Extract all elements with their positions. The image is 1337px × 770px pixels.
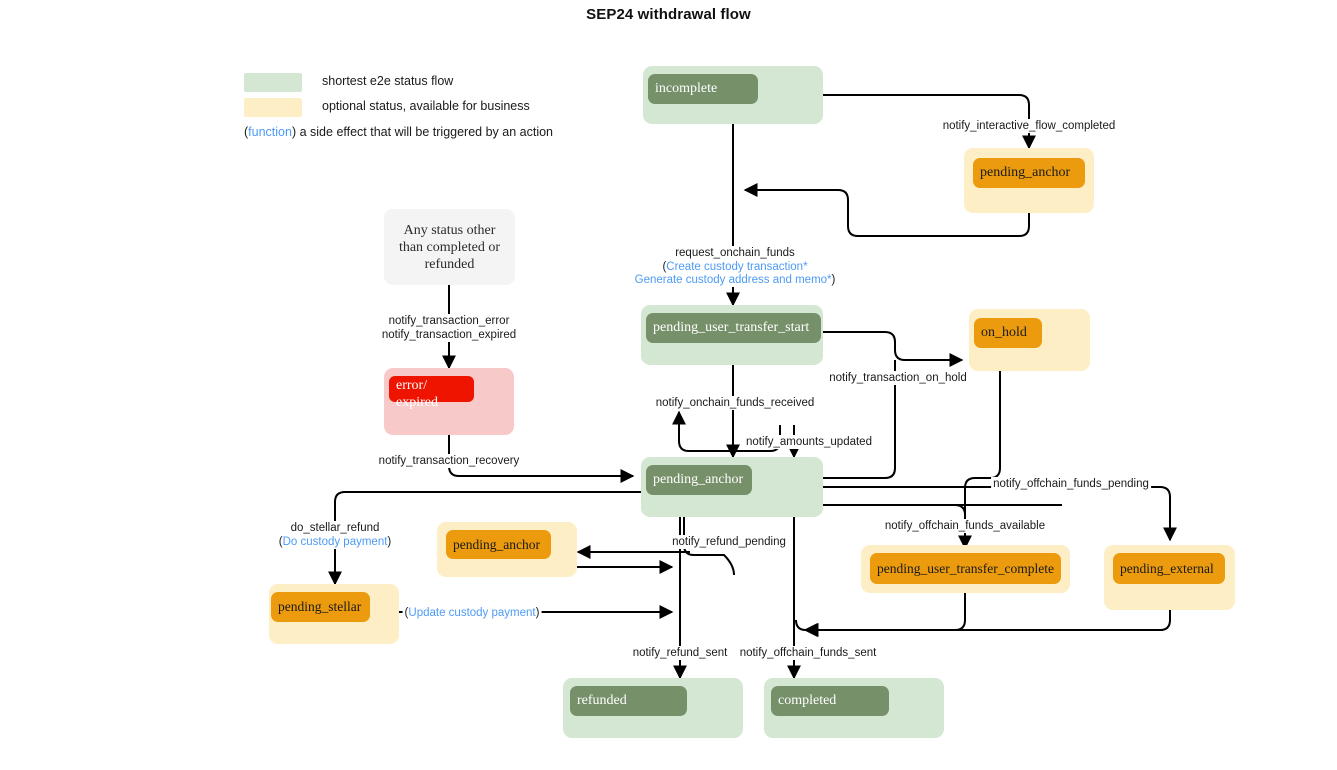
node-on-hold[interactable]: on_hold [969, 309, 1090, 371]
legend-paren-open: ( [244, 125, 249, 139]
edge-fn-generate-custody-address: Generate custody address and memo* [634, 274, 832, 286]
legend-label-orange: optional status, available for business [322, 99, 530, 113]
node-pending-stellar-chip: pending_stellar [271, 592, 370, 622]
edge-label-notify-offchain-funds-sent: notify_offchain_funds_sent [737, 646, 879, 660]
legend-paren-close: ) [291, 125, 297, 139]
node-completed-chip: completed [771, 686, 889, 716]
edge-fn-create-custody-transaction: Create custody transaction* [666, 261, 808, 273]
node-any-status[interactable]: Any status other than completed or refun… [384, 209, 515, 285]
edge-label-notify-refund-sent: notify_refund_sent [630, 646, 730, 660]
node-pending-anchor-top[interactable]: pending_anchor [964, 148, 1094, 213]
node-error-expired[interactable]: error/ expired [384, 368, 514, 435]
node-any-status-label: Any status other than completed or refun… [398, 222, 501, 272]
legend-function-text: a side effect that will be triggered by … [299, 125, 554, 139]
edge-label-notify-transaction-recovery: notify_transaction_recovery [376, 454, 522, 468]
node-pending-user-transfer-start[interactable]: pending_user_transfer_start [641, 305, 823, 365]
legend-swatch-orange [244, 98, 302, 117]
node-pending-stellar-label: pending_stellar [278, 599, 362, 614]
legend-function-note: (function) a side effect that will be tr… [244, 124, 553, 140]
node-completed[interactable]: completed [764, 678, 944, 738]
node-pending-anchor-center-label: pending_anchor [653, 472, 744, 487]
node-pending-user-transfer-start-label: pending_user_transfer_start [653, 320, 810, 335]
node-pending-anchor-refund[interactable]: pending_anchor [437, 522, 577, 577]
edge-label-notify-transaction-error: notify_transaction_error [386, 314, 512, 328]
legend-function-word: function [248, 125, 292, 139]
node-pending-user-transfer-complete-label: pending_user_transfer_complete [877, 560, 1054, 576]
edge-label-do-stellar-refund: do_stellar_refund [288, 521, 382, 535]
edge-label-update-custody-payment: (Update custody payment) [402, 606, 542, 620]
edge-label-notify-onchain-funds-received: notify_onchain_funds_received [653, 396, 817, 410]
edge-label-request-onchain-funds-fn: (Create custody transaction* [660, 260, 810, 274]
legend-label-green: shortest e2e status flow [322, 74, 454, 88]
edge-label-notify-offchain-funds-pending: notify_offchain_funds_pending [991, 477, 1151, 491]
node-pending-anchor-top-chip: pending_anchor [973, 158, 1085, 188]
edge-label-notify-refund-pending: notify_refund_pending [670, 535, 788, 549]
node-error-expired-chip [389, 376, 474, 402]
edge-label-notify-offchain-funds-available: notify_offchain_funds_available [882, 519, 1048, 533]
node-pending-anchor-refund-label: pending_anchor [453, 536, 540, 552]
node-refunded[interactable]: refunded [563, 678, 743, 738]
node-refunded-label: refunded [577, 693, 627, 708]
node-pending-user-transfer-complete-chip: pending_user_transfer_complete [870, 553, 1061, 584]
node-pending-anchor-center-chip: pending_anchor [646, 465, 752, 495]
edge-label-request-onchain-funds-fn2: Generate custody address and memo*) [632, 273, 838, 287]
node-pending-anchor-center[interactable]: pending_anchor [641, 457, 823, 517]
node-pending-user-transfer-start-chip: pending_user_transfer_start [646, 313, 821, 343]
node-pending-stellar[interactable]: pending_stellar [269, 584, 399, 644]
node-refunded-chip: refunded [570, 686, 687, 716]
edge-label-notify-transaction-expired: notify_transaction_expired [379, 328, 519, 342]
edge-label-notify-amounts-updated: notify_amounts_updated [744, 435, 874, 449]
node-on-hold-label: on_hold [981, 325, 1027, 340]
node-incomplete-chip: incomplete [648, 74, 758, 104]
node-pending-user-transfer-complete[interactable]: pending_user_transfer_complete [861, 545, 1070, 593]
node-incomplete-label: incomplete [655, 81, 718, 96]
edge-label-notify-interactive-flow-completed: notify_interactive_flow_completed [940, 119, 1118, 133]
node-pending-external-label: pending_external [1120, 560, 1214, 576]
node-pending-external[interactable]: pending_external [1104, 545, 1235, 610]
edge-fn-update-custody-payment: Update custody payment [408, 607, 536, 619]
node-on-hold-chip: on_hold [974, 318, 1042, 348]
edge-fn-do-custody-payment: Do custody payment [282, 536, 388, 548]
edge-label-request-onchain-funds: request_onchain_funds [673, 246, 797, 260]
node-pending-external-chip: pending_external [1113, 553, 1225, 584]
legend-swatch-green [244, 73, 302, 92]
edge-label-do-stellar-refund-fn: (Do custody payment) [276, 535, 394, 549]
edge-label-notify-transaction-on-hold: notify_transaction_on_hold [827, 371, 969, 385]
node-error-expired-label: error/ expired [396, 378, 438, 410]
node-incomplete[interactable]: incomplete [643, 66, 823, 124]
node-pending-anchor-refund-chip: pending_anchor [446, 530, 551, 559]
node-completed-label: completed [778, 693, 837, 708]
node-pending-anchor-top-label: pending_anchor [980, 165, 1071, 180]
page-title: SEP24 withdrawal flow [586, 6, 751, 23]
